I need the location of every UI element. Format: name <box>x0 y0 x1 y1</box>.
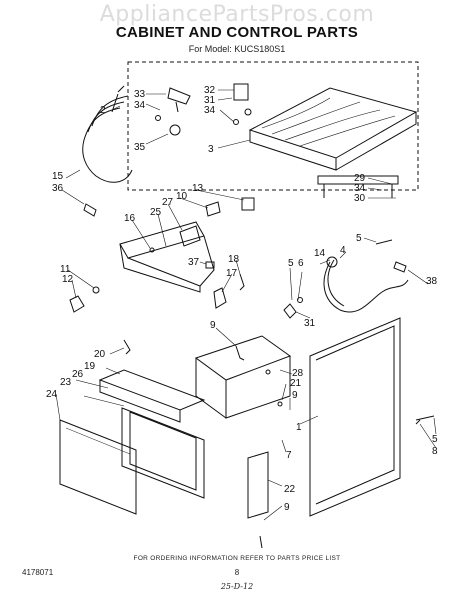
wiring-harness <box>82 85 133 183</box>
callout-5: 5 <box>356 233 362 244</box>
callout-14: 14 <box>314 248 326 259</box>
screw-bottom <box>259 535 263 549</box>
callout-17: 17 <box>226 268 238 279</box>
grille-frame <box>98 369 206 499</box>
callout-6: 6 <box>298 258 304 269</box>
clip-12 <box>69 295 85 313</box>
screw-37 <box>205 261 215 269</box>
wood-top <box>248 87 418 171</box>
callout-27: 27 <box>162 197 174 208</box>
callout-15: 15 <box>52 171 64 182</box>
callout-2: 2 <box>100 105 106 116</box>
site-watermark: AppliancePartsPros.com <box>99 2 375 27</box>
top-support-bracket <box>317 175 399 198</box>
callout-7: 7 <box>286 450 292 461</box>
callout-34: 34 <box>134 100 146 111</box>
callout-20: 20 <box>94 349 106 360</box>
control-panel <box>119 197 255 293</box>
screw-36 <box>83 203 97 217</box>
callout-8: 8 <box>432 446 438 457</box>
callout-12: 12 <box>62 274 74 285</box>
callout-5: 5 <box>288 258 294 269</box>
lower-bracket <box>247 451 269 519</box>
kickplate-bracket <box>194 335 292 419</box>
side-panel <box>309 317 401 517</box>
callout-34: 34 <box>354 183 366 194</box>
callout-13: 13 <box>192 183 204 194</box>
callout-29: 29 <box>354 173 366 184</box>
control-knob <box>213 287 227 309</box>
clip-bracket-upper <box>233 83 252 125</box>
model-line: For Model: KUCS180S1 <box>188 44 286 54</box>
screw-11 <box>92 286 100 294</box>
callout-28: 28 <box>292 368 304 379</box>
callout-37: 37 <box>188 257 200 268</box>
screw-right <box>415 415 435 425</box>
callout-36: 36 <box>52 183 64 194</box>
power-cord-assembly <box>283 239 409 319</box>
callout-26: 26 <box>72 369 84 380</box>
grille-panel <box>59 419 137 515</box>
callout-31: 31 <box>304 318 316 329</box>
document-number: 4178071 <box>22 568 54 577</box>
callout-35: 35 <box>134 142 146 153</box>
callout-9: 9 <box>292 390 298 401</box>
callout-19: 19 <box>84 361 96 372</box>
callout-10: 10 <box>176 191 188 202</box>
callout-labels: 33 34 2 35 32 31 34 3 29 34 30 15 36 13 … <box>46 85 438 513</box>
control-bracket-upper <box>155 87 191 136</box>
callout-21: 21 <box>290 378 302 389</box>
callout-18: 18 <box>228 254 240 265</box>
callout-22: 22 <box>284 484 296 495</box>
handwritten-code: 25-D-12 <box>220 582 254 591</box>
callout-24: 24 <box>46 389 58 400</box>
screw-18 <box>239 273 245 291</box>
callout-32: 32 <box>204 85 216 96</box>
screw-9-top <box>235 345 245 361</box>
top-assembly-enclosure <box>127 61 419 191</box>
callout-16: 16 <box>124 213 136 224</box>
callout-25: 25 <box>150 207 162 218</box>
callout-38: 38 <box>426 276 438 287</box>
callout-30: 30 <box>354 193 366 204</box>
callout-5: 5 <box>432 434 438 445</box>
callout-9: 9 <box>210 320 216 331</box>
callout-4: 4 <box>340 245 346 256</box>
callout-33: 33 <box>134 89 146 100</box>
callout-1: 1 <box>296 422 302 433</box>
screw-20 <box>123 339 131 355</box>
ordering-note: FOR ORDERING INFORMATION REFER TO PARTS … <box>133 555 341 562</box>
callout-34: 34 <box>204 105 216 116</box>
callout-9: 9 <box>284 502 290 513</box>
callout-11: 11 <box>60 264 71 275</box>
callout-23: 23 <box>60 377 72 388</box>
diagram-title: CABINET AND CONTROL PARTS <box>115 24 359 41</box>
callout-3: 3 <box>208 144 214 155</box>
callout-31: 31 <box>204 95 216 106</box>
page-number: 8 <box>234 568 240 577</box>
